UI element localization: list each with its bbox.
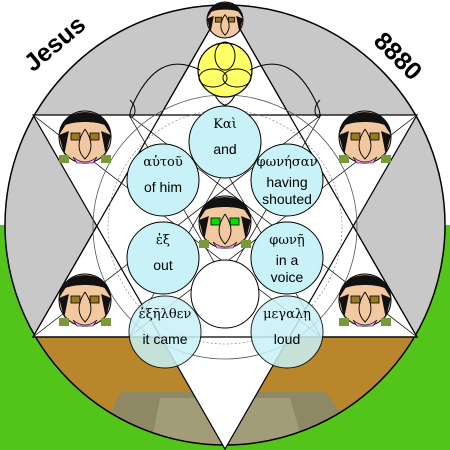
face-upper-left [58, 110, 112, 164]
greek-word: φωνήσαν [257, 155, 318, 170]
english-word: shouted [262, 191, 312, 207]
english-word: it came [142, 331, 187, 347]
word-circle: Καὶ and [188, 105, 262, 179]
english-word: out [153, 257, 173, 273]
greek-word: φωνῇ [269, 233, 304, 248]
english-word: having [266, 174, 307, 190]
greek-word: αὐτοῦ [143, 155, 183, 170]
word-circle: ἐξῆλθεν it came [128, 295, 202, 369]
greek-word: ἐξῆλθεν [139, 307, 192, 322]
face-lower-left [58, 273, 112, 327]
word-circle: ἐξ out [126, 221, 200, 295]
word-circle: μεγαλῃ loud [250, 295, 324, 369]
greek-word: Καὶ [213, 117, 237, 132]
english-word: and [213, 141, 236, 157]
halo-petals [198, 41, 252, 88]
face-center [198, 195, 252, 249]
greek-word: μεγαλῃ [263, 307, 311, 322]
greek-word: ἐξ [156, 233, 170, 248]
english-word: loud [274, 331, 300, 347]
face-upper-right [338, 110, 392, 164]
face-lower-right [338, 273, 392, 327]
english-word: of him [144, 179, 182, 195]
empty-circle [190, 259, 260, 329]
word-circle: αὐτοῦ of him [126, 143, 200, 217]
face-top [206, 1, 244, 39]
english-word: voice [271, 269, 304, 285]
english-word: in a [276, 252, 299, 268]
